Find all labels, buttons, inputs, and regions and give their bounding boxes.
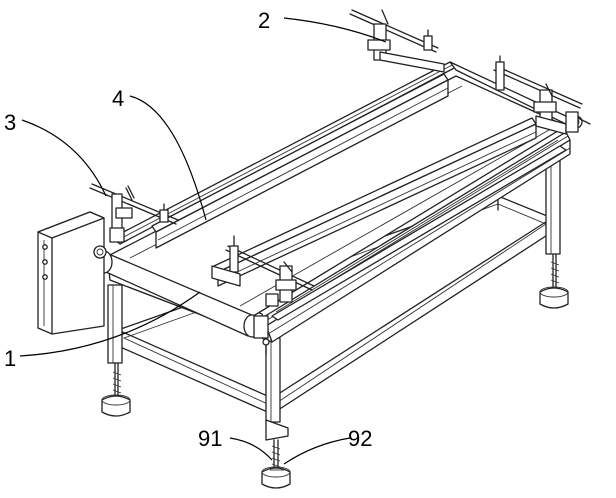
control-knob-3 [43, 275, 47, 279]
control-knob-2 [43, 260, 47, 264]
foot-front-right [262, 468, 290, 488]
leader-91 [230, 438, 272, 460]
leader-92 [284, 438, 350, 464]
label-3: 3 [4, 110, 16, 135]
label-2: 2 [258, 8, 270, 33]
label-92: 92 [348, 426, 372, 451]
adjuster-rear [350, 10, 444, 72]
foot-front-left [102, 396, 130, 416]
control-knob-1 [43, 245, 47, 249]
leg-front-left [108, 285, 122, 363]
foot-back-right [540, 288, 568, 308]
label-91: 91 [198, 426, 222, 451]
motor [94, 246, 106, 258]
label-1: 1 [4, 346, 16, 371]
end-bracket-rear [566, 112, 590, 132]
control-box [38, 212, 106, 334]
leg-front-right [266, 338, 280, 422]
leader-2 [284, 18, 386, 42]
label-4: 4 [112, 86, 124, 111]
